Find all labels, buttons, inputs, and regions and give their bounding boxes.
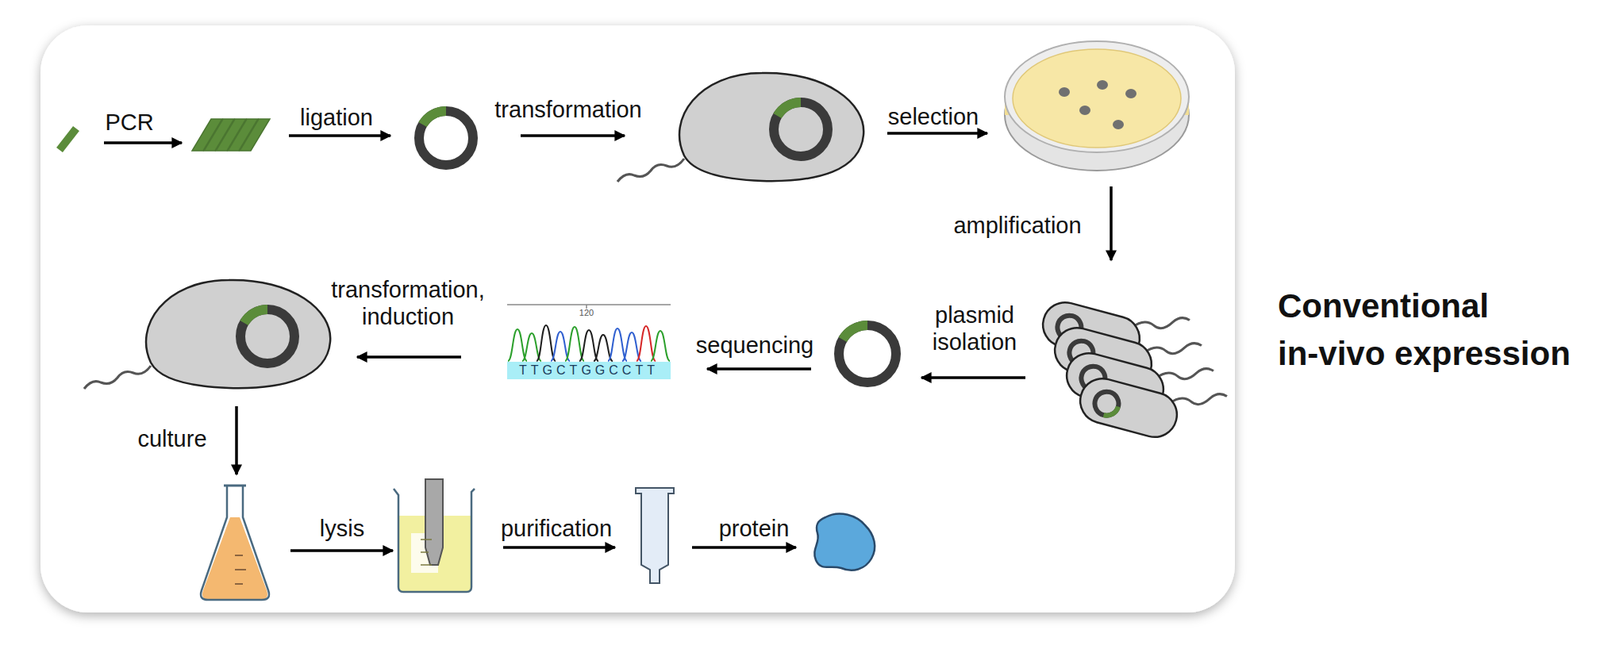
flow-arrow bbox=[357, 355, 462, 359]
sequencing-chromatogram bbox=[536, 325, 556, 362]
bacterium bbox=[777, 102, 801, 116]
sequencing-chromatogram bbox=[636, 326, 656, 362]
amplified-dna bbox=[239, 119, 270, 151]
culture-flask bbox=[234, 554, 243, 557]
step-label: PCR bbox=[97, 108, 162, 136]
flow-arrow bbox=[290, 549, 393, 553]
petri-dish bbox=[1058, 80, 1137, 130]
petri-dish bbox=[1004, 41, 1189, 171]
purification-column bbox=[635, 488, 674, 584]
petri-dish bbox=[1058, 87, 1070, 97]
petri-dish bbox=[1125, 88, 1137, 99]
amplified-dna bbox=[192, 119, 270, 151]
plasmid bbox=[838, 325, 897, 383]
bacterium bbox=[617, 73, 864, 182]
lysis-beaker bbox=[420, 564, 432, 566]
title-text: Conventional in-vivo expression bbox=[1277, 287, 1571, 373]
step-label: lysis bbox=[310, 515, 374, 543]
bacterium bbox=[146, 280, 331, 389]
bacteria-culture bbox=[1103, 403, 1119, 419]
lysis-beaker bbox=[393, 479, 475, 593]
culture-flask bbox=[234, 555, 247, 585]
step-label: transformation, induction bbox=[320, 276, 496, 331]
bacteria-culture bbox=[1038, 283, 1227, 454]
bacteria-culture bbox=[1075, 359, 1227, 454]
bacterium bbox=[244, 309, 268, 324]
plasmid bbox=[423, 111, 447, 125]
lysis-beaker bbox=[420, 539, 432, 566]
flow-arrow bbox=[887, 131, 988, 135]
sequencing-chromatogram bbox=[650, 330, 670, 362]
purification-column bbox=[635, 488, 674, 584]
sequencing-chromatogram bbox=[579, 330, 599, 362]
petri-dish bbox=[1004, 41, 1189, 153]
plasmid bbox=[419, 111, 474, 166]
bacterium bbox=[84, 365, 151, 389]
lysis-beaker bbox=[420, 551, 429, 554]
flow-arrow bbox=[692, 546, 797, 550]
lysis-beaker bbox=[420, 538, 432, 541]
flow-arrow bbox=[707, 367, 812, 371]
bacteria-culture bbox=[1075, 373, 1182, 443]
plasmid bbox=[419, 111, 474, 166]
step-label: culture bbox=[124, 425, 220, 453]
sequencing-chromatogram bbox=[507, 303, 671, 306]
sequencing-chromatogram bbox=[507, 329, 527, 362]
panel bbox=[40, 25, 1235, 613]
step-label: purification bbox=[484, 515, 628, 543]
sequencing-chromatogram bbox=[565, 326, 585, 362]
sequencing-chromatogram bbox=[507, 361, 671, 380]
culture-flask bbox=[234, 583, 243, 585]
petri-dish bbox=[1079, 105, 1091, 116]
step-label: sequencing bbox=[683, 331, 827, 359]
bacterium bbox=[773, 102, 828, 157]
protein-blob bbox=[814, 513, 875, 570]
plasmid bbox=[842, 325, 868, 340]
flow-arrow bbox=[520, 134, 625, 138]
petri-dish bbox=[1096, 80, 1108, 90]
flow-arrow bbox=[503, 546, 616, 550]
plasmid bbox=[838, 325, 897, 383]
flow-arrow bbox=[1109, 186, 1113, 261]
step-label: ligation bbox=[280, 103, 393, 131]
step-label: plasmid isolation bbox=[919, 301, 1031, 356]
sequencing-chromatogram bbox=[507, 325, 670, 362]
culture-flask bbox=[234, 569, 247, 571]
petri-dish bbox=[1112, 119, 1124, 130]
flow-arrow bbox=[234, 406, 239, 475]
dna-fragment bbox=[59, 128, 77, 150]
flow-arrow bbox=[288, 134, 391, 138]
flow-arrow bbox=[921, 376, 1026, 380]
step-label: amplification bbox=[938, 211, 1097, 239]
culture-flask bbox=[200, 485, 270, 600]
culture-flask bbox=[223, 484, 247, 488]
bacterium bbox=[617, 158, 685, 182]
bacterium bbox=[240, 309, 295, 364]
flow-arrow bbox=[103, 141, 182, 145]
sequencing-chromatogram bbox=[507, 303, 671, 380]
position-number: 120 bbox=[570, 307, 603, 319]
diagram-title: Conventional in-vivo expression bbox=[1277, 282, 1580, 378]
petri-dish bbox=[1012, 49, 1181, 148]
step-label: protein bbox=[706, 515, 802, 543]
bacterium bbox=[679, 73, 864, 181]
sequencing-chromatogram bbox=[507, 303, 671, 380]
culture-flask bbox=[200, 485, 270, 600]
step-label: transformation bbox=[480, 96, 656, 124]
bacteria-culture bbox=[1092, 388, 1122, 419]
step-label: selection bbox=[869, 103, 997, 131]
flow-arrow bbox=[103, 133, 1112, 551]
bacterium bbox=[84, 280, 331, 389]
base-sequence: TTGCTGGCCTT bbox=[507, 362, 671, 379]
sequencing-chromatogram bbox=[607, 328, 627, 362]
